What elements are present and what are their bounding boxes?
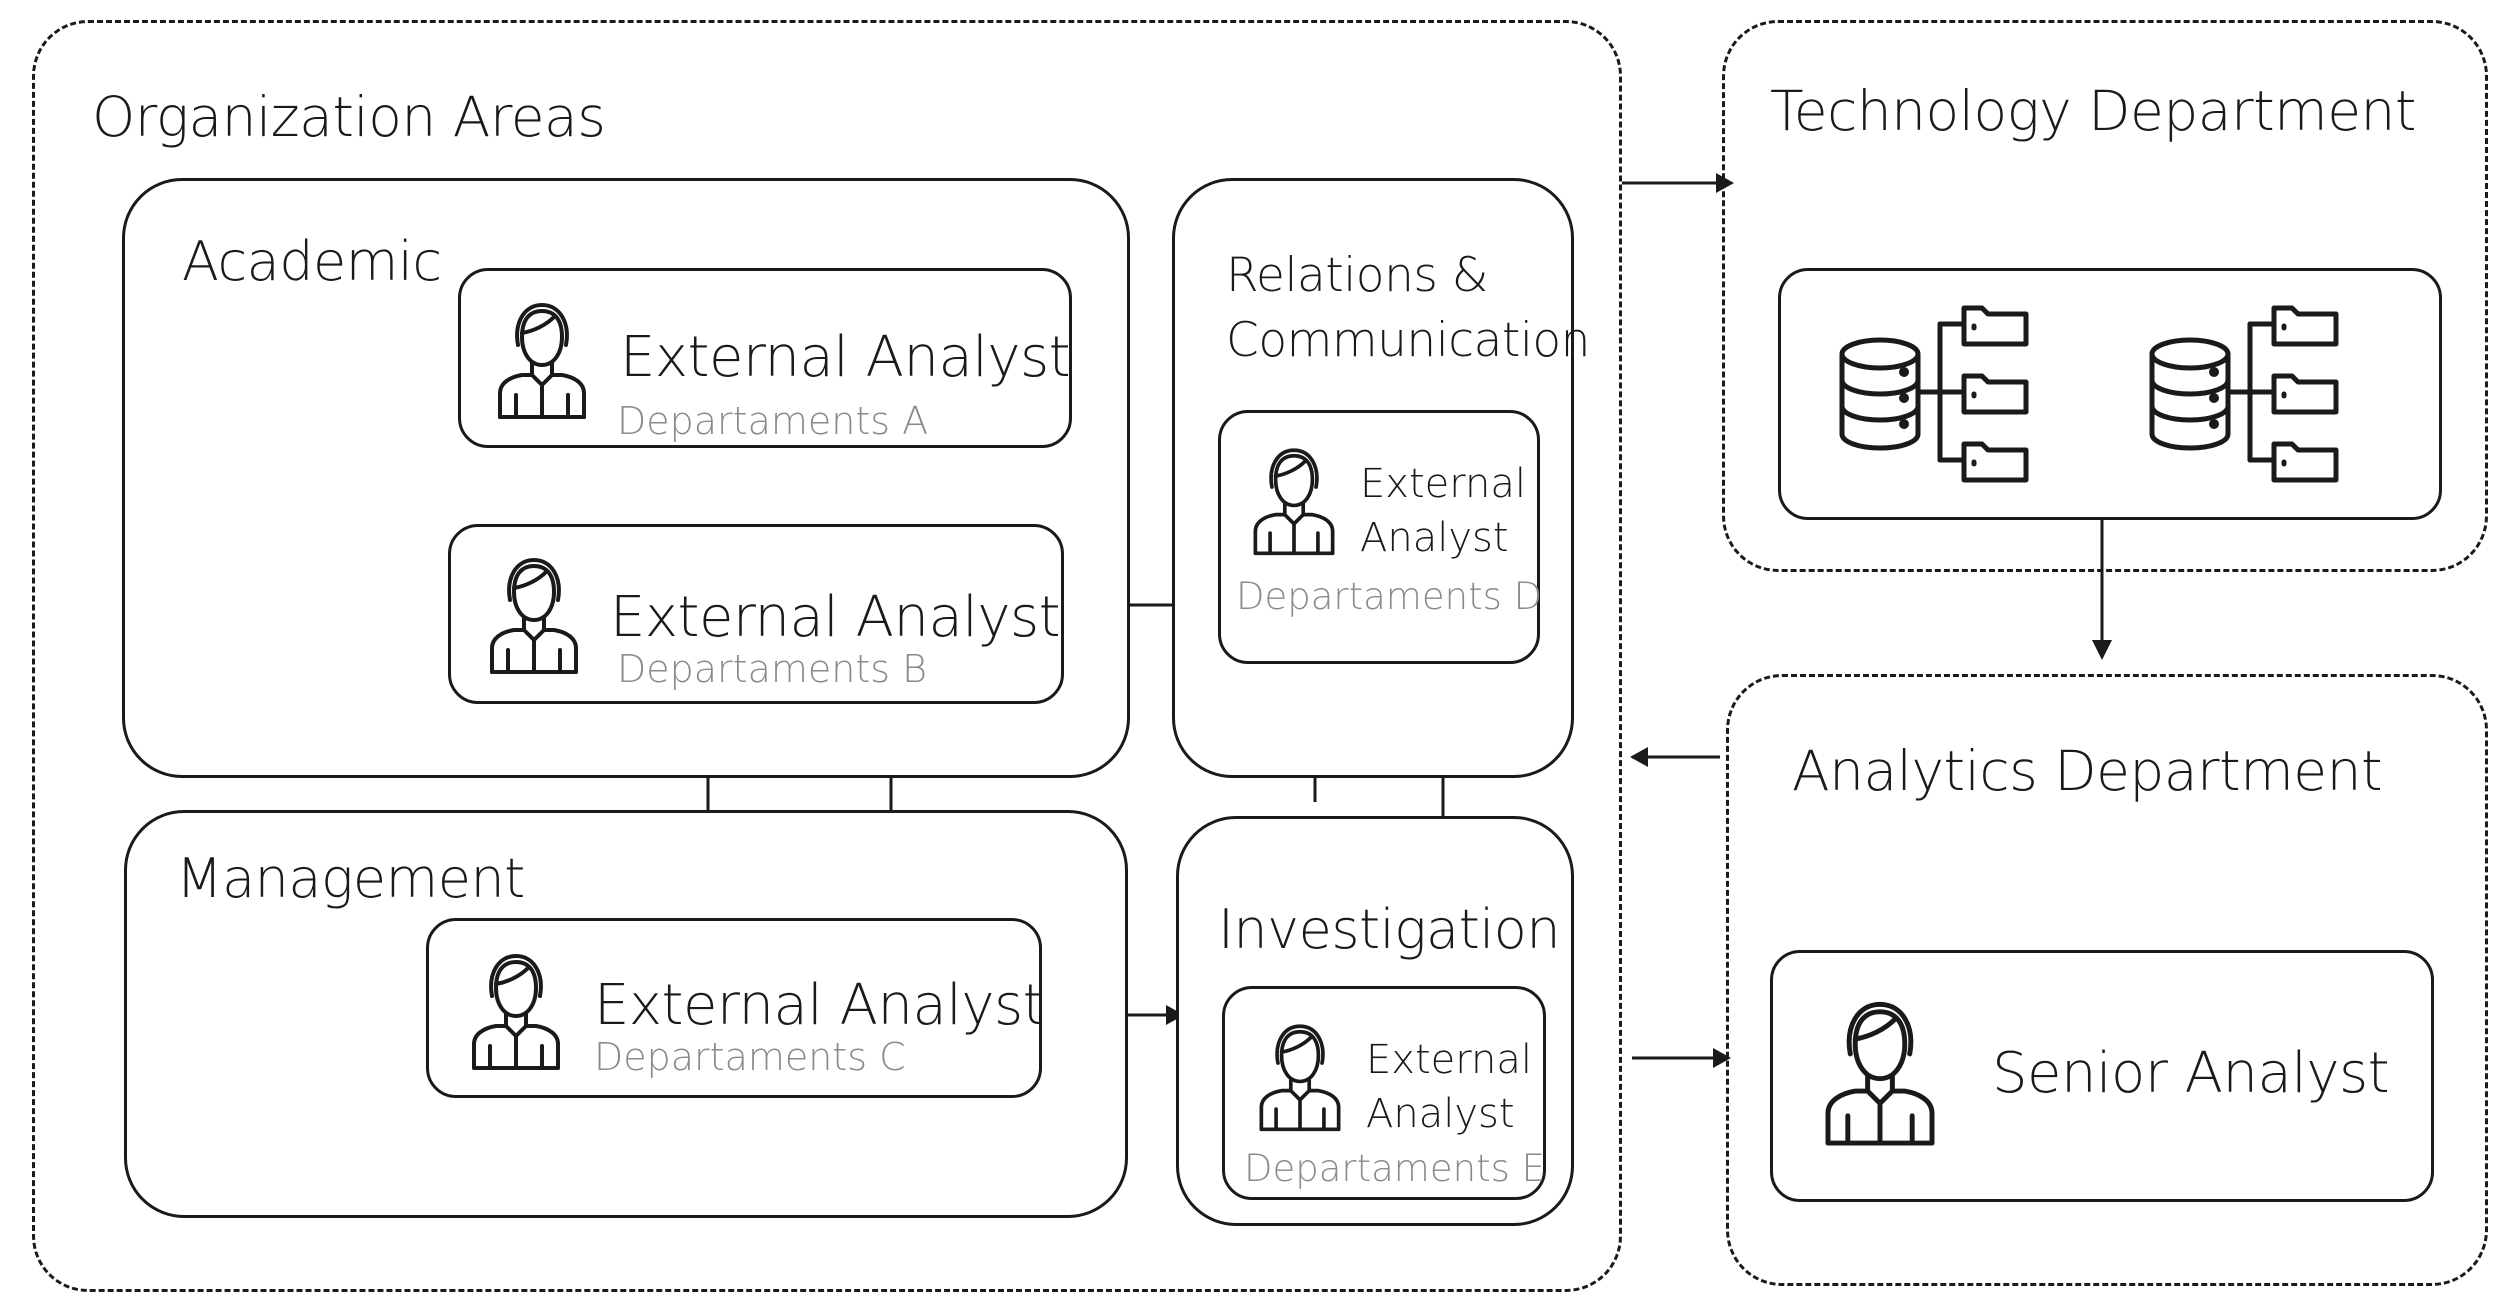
- analyst-card-e-dept: Departaments E: [1244, 1147, 1545, 1190]
- analytics-department-title: Analytics Department: [1792, 739, 2383, 803]
- organization-areas-container: [32, 20, 1622, 1292]
- investigation-title: Investigation: [1218, 898, 1561, 961]
- analyst-card-d-role-line1: External: [1360, 461, 1526, 507]
- analyst-card-e-role-line1: External: [1366, 1037, 1532, 1083]
- relations-title-line1: Relations &: [1226, 248, 1488, 303]
- relations-title-line2: Communication: [1226, 313, 1590, 368]
- senior-analyst-card: [1770, 950, 2434, 1202]
- senior-analyst-icon: [1818, 992, 1942, 1148]
- analyst-card-b-dept: Departaments B: [617, 647, 927, 691]
- arrowhead-analytics-to-org: [1630, 747, 1648, 767]
- arrowhead-org-to-analytics: [1713, 1048, 1731, 1068]
- analyst-icon: [466, 946, 566, 1072]
- arrowhead-org-to-technology: [1716, 173, 1734, 193]
- analyst-card-c-dept: Departaments C: [594, 1035, 906, 1079]
- technology-department-title: Technology Department: [1770, 79, 2416, 143]
- database-folders-icon: [2148, 296, 2348, 488]
- analyst-icon: [1248, 440, 1340, 558]
- analyst-icon: [492, 295, 592, 421]
- analytics-department-container: [1726, 674, 2488, 1286]
- organization-areas-title: Organization Areas: [92, 85, 606, 149]
- analyst-card-e-role-line2: Analyst: [1366, 1091, 1515, 1137]
- management-title: Management: [176, 847, 525, 910]
- analyst-icon: [1254, 1016, 1346, 1134]
- analyst-card-d-role-line2: Analyst: [1360, 515, 1509, 561]
- academic-title: Academic: [182, 230, 442, 293]
- analyst-card-a-dept: Departaments A: [617, 399, 929, 443]
- analyst-card-c-role: External Analyst: [594, 973, 1045, 1038]
- analyst-card-b-role: External Analyst: [610, 585, 1061, 650]
- analyst-icon: [484, 550, 584, 676]
- analyst-card-a-role: External Analyst: [620, 325, 1071, 390]
- analyst-card-d-dept: Departaments D: [1236, 575, 1543, 618]
- senior-analyst-label: Senior Analyst: [1992, 1041, 2390, 1106]
- technology-department-container: [1722, 20, 2488, 572]
- arrowhead-c-to-investigation: [1166, 1005, 1184, 1025]
- arrowhead-technology-to-analytics: [2092, 640, 2112, 660]
- database-folders-icon: [1838, 296, 2038, 488]
